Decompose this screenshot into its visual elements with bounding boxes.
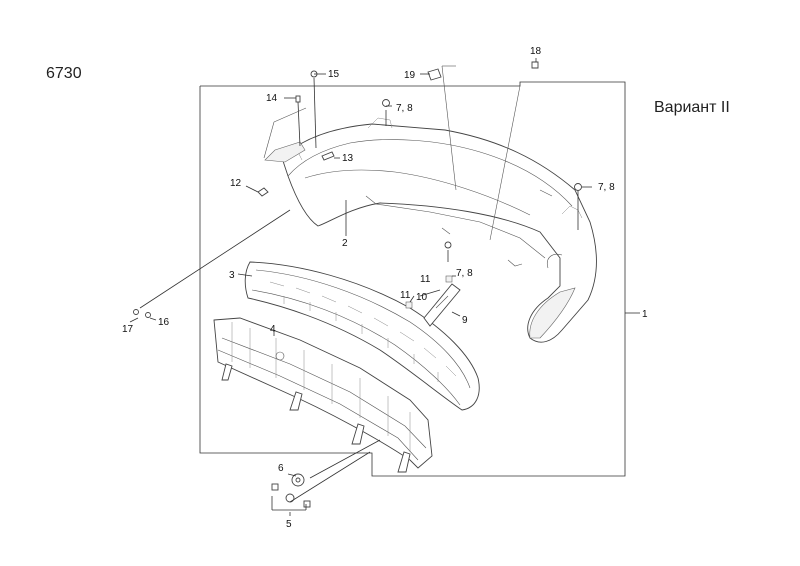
callout-5: 5	[286, 519, 292, 530]
callout-4: 4	[270, 324, 276, 335]
callout-15: 15	[328, 69, 340, 80]
callout-14: 14	[266, 93, 278, 104]
assembly-frame	[199, 81, 626, 477]
callout-7-8-right: 7, 8	[598, 182, 615, 193]
callout-11-bottom: 11	[400, 290, 411, 301]
callouts: 18 19 15 14 7, 8 13 12 7, 8 2 3 11 7, 8 …	[122, 46, 648, 530]
callout-7-8-top: 7, 8	[396, 103, 413, 114]
callout-2: 2	[342, 238, 348, 249]
leader-lines	[129, 58, 592, 516]
bumper-cover	[264, 117, 597, 343]
callout-3: 3	[229, 270, 235, 281]
callout-9: 9	[462, 315, 468, 326]
callout-7-8-mid: 7, 8	[456, 268, 473, 279]
callout-6: 6	[278, 463, 284, 474]
callout-10: 10	[416, 292, 428, 303]
callout-11-top: 11	[420, 274, 431, 285]
variant-label: Вариант II	[654, 99, 730, 116]
catalog-number: 6730	[46, 65, 82, 82]
callout-19: 19	[404, 70, 416, 81]
callout-13: 13	[342, 153, 354, 164]
callout-12: 12	[230, 178, 242, 189]
callout-1: 1	[642, 309, 648, 320]
energy-absorber	[244, 261, 480, 411]
side-bracket	[405, 275, 461, 327]
callout-18: 18	[530, 46, 542, 57]
fasteners	[133, 61, 582, 508]
callout-17: 17	[122, 324, 134, 335]
reinforcement-beam	[213, 317, 433, 473]
callout-16: 16	[158, 317, 170, 328]
